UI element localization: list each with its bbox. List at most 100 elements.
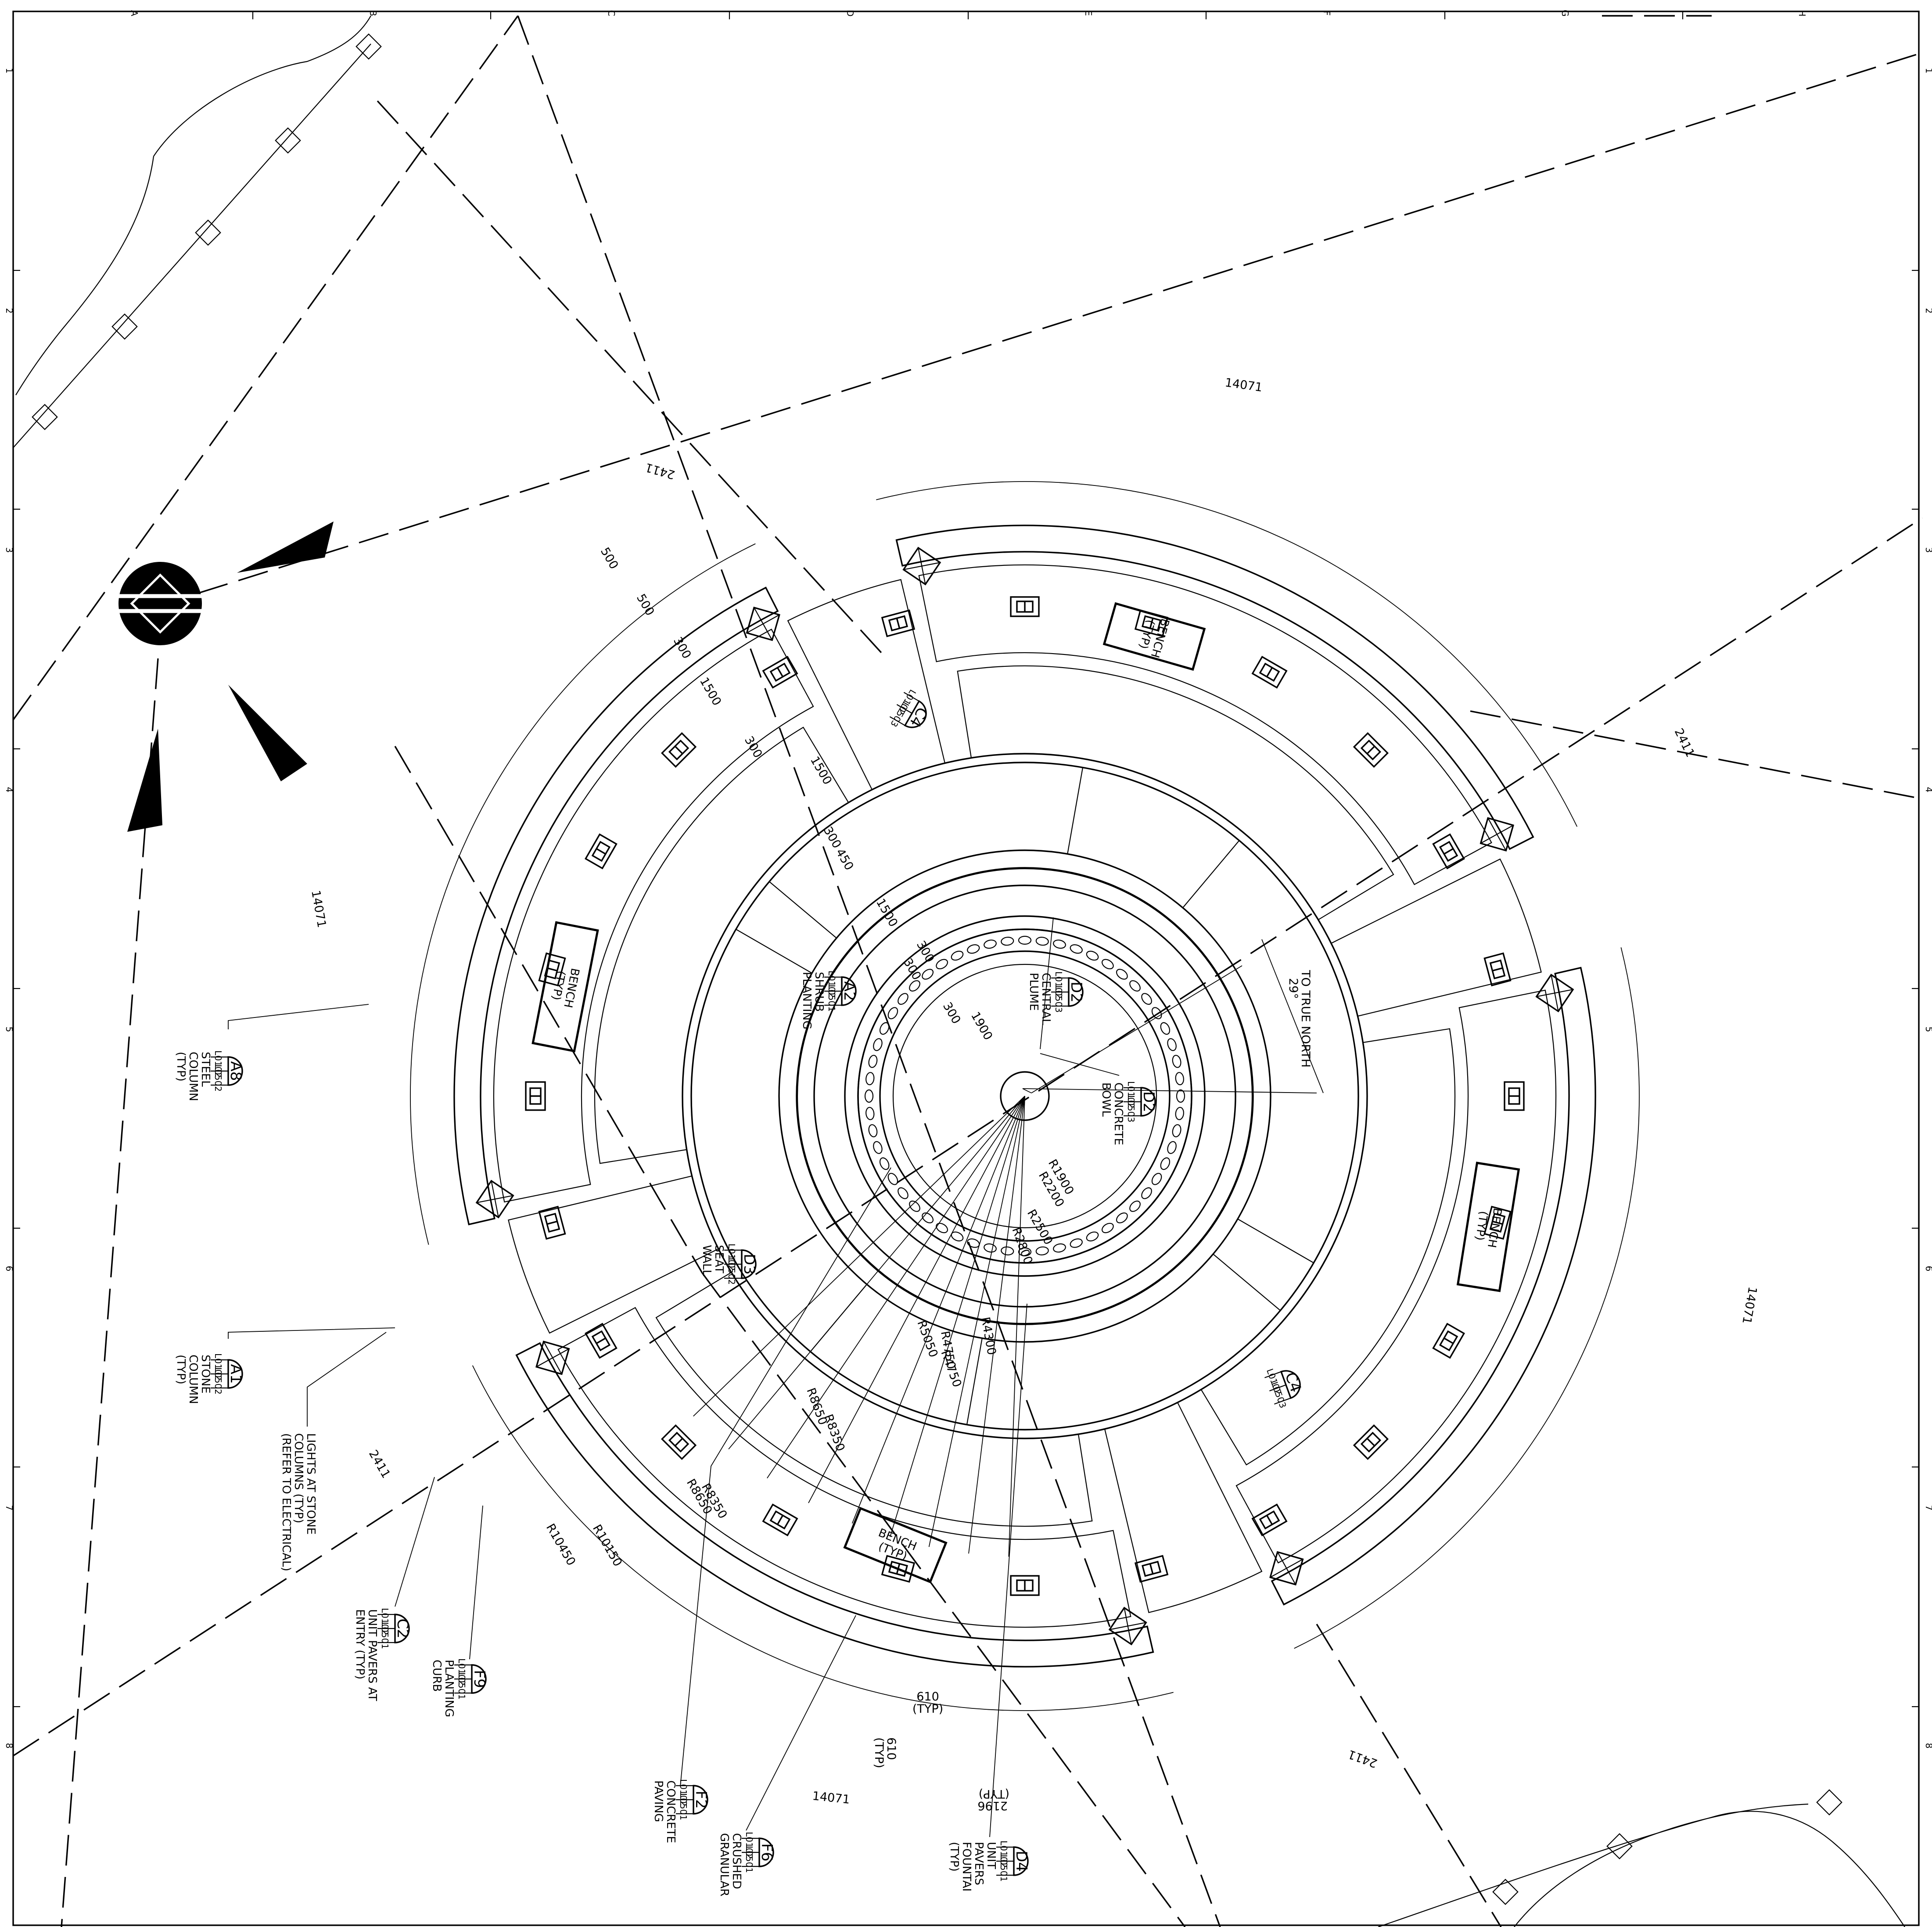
callout-ref: L0502 [213,1064,223,1092]
grid-column-label: D [845,10,855,16]
bowl-cobble [1053,1243,1066,1253]
callout-ref: L0102 [998,1841,1009,1868]
callout-description: (TYP) [948,1842,961,1872]
callout-ref: L0102 [380,1608,390,1635]
outer-planting-bed [1235,989,1557,1564]
steel-column-marker [1432,833,1465,870]
leader-lines [228,917,1324,1837]
bowl-cobble [1176,1089,1185,1103]
steel-column-marker [1483,952,1512,987]
radius-leader [851,1096,1025,1524]
radius-leader [1008,1096,1025,1557]
plaza-ring [813,884,1236,1308]
bowl-cobble [1035,1246,1049,1255]
dim-r2800: R2800 [1009,1226,1035,1266]
grid-column-label: B [368,10,378,16]
bowl-cobble [1086,1231,1099,1242]
bowl-cobble [909,1201,920,1212]
callout-tag-id: F6 [758,1843,776,1861]
callout-description: UNIT [984,1842,998,1869]
bowl-cobble [922,1212,934,1223]
bowl-cobble [1141,1187,1152,1199]
grid-row-label: 4 [1924,787,1932,793]
steel-column-marker [538,1205,566,1240]
radius-leader [728,1096,1025,1449]
grid-row-label: 7 [4,1505,14,1511]
bowl-cobble [879,1157,890,1170]
bowl-cobble [868,1055,878,1068]
dim-2411-bottom: 2411 [1346,1747,1379,1770]
bowl-cobble [936,959,948,970]
callout-ref: L0102 [678,1779,689,1806]
callout-description: PLANTING [442,1660,456,1717]
dim-610-typ: (TYP) [912,1702,943,1716]
callout-ref: L0102 [213,1050,223,1078]
bowl-cobble [922,969,934,980]
granular-paving-band [957,665,1394,920]
callout-tag-id: A2 [840,981,858,1001]
callout-tag-id: D2 [1067,981,1085,1003]
radius-leader [928,1096,1025,1547]
dim-1500: 1500 [697,675,724,708]
callout-ref: L0503 [1053,985,1064,1013]
grid-row-label: 4 [4,787,14,793]
steel-column-marker [661,732,697,768]
callout-tag-id: D3 [740,1254,758,1275]
grid-column-label: G [1560,10,1570,17]
granular-paving-band [1200,1028,1456,1466]
steel-column-marker [585,1323,618,1359]
callout-description: BOWL [1099,1082,1113,1117]
callout-ref: L0102 [744,1832,754,1859]
callout-ref: L0102 [456,1658,467,1686]
grid-row-label: 3 [4,547,14,553]
bowl-cobble [1116,1212,1128,1223]
bowl-cobble [879,1022,890,1035]
callout-ref: L0501 [826,985,837,1012]
plaza-ring [796,867,1254,1325]
callout-tag-id: C4 [1281,1370,1304,1395]
callout-ref: L0501 [744,1846,754,1873]
bowl-cobble [1151,1007,1162,1020]
site-boundary-curves [13,15,1905,1927]
radius-leader [808,1096,1025,1503]
callout-description: STONE [199,1355,212,1394]
callout-ref: L0501 [998,1855,1009,1882]
grid-row-label: 1 [1924,68,1932,74]
bowl-cobble [1175,1072,1184,1086]
entry-paver-wedge [508,1175,719,1334]
grid-row-label: 5 [1924,1027,1932,1032]
dim-14071-left: 14071 [309,889,328,929]
callout-tag-id: D4 [1013,1851,1030,1872]
steel-column-marker [1010,596,1040,617]
bowl-cobble [1167,1141,1177,1154]
stone-column-marker [1480,817,1514,852]
bowl-cobble [1172,1124,1181,1137]
callout-description: ENTRY (TYP) [353,1609,366,1679]
central-plume-icon [1000,1071,1050,1121]
callout-ref: L0503 [888,700,911,729]
bowl-cobble [1129,1201,1141,1212]
drawing-border: ABCDEFGH1122334455667788 [4,10,1932,1926]
entry-paver-wedge [1104,1402,1263,1613]
radius-leader [767,1096,1025,1478]
callout-ref: L0102 [726,1244,737,1271]
radius-leader [890,1096,1025,1537]
steel-column-marker [585,833,618,870]
dim-r5050: R5050 [914,1319,940,1359]
grid-row-label: 8 [1924,1743,1932,1749]
callout-description: (TYP) [174,1052,187,1082]
general-notes: LIGHTS AT STONE COLUMNS (TYP) (REFER TO … [280,1433,317,1571]
callout-description: PLUME [1027,973,1040,1011]
dim-r10450: R10450 [543,1521,578,1568]
callout-ref: L0502 [213,1367,223,1395]
grid-column-label: C [606,10,617,16]
bowl-cobble [1001,1246,1014,1255]
grid-row-label: 2 [4,308,14,314]
outer-planting-bed [918,564,1492,885]
callout-description: (TYP) [174,1355,187,1384]
plaza-ring [682,753,1368,1439]
callout-description: CONCRETE [1112,1082,1125,1145]
steel-column-marker [661,1424,697,1460]
stone-column-marker [535,1341,570,1375]
